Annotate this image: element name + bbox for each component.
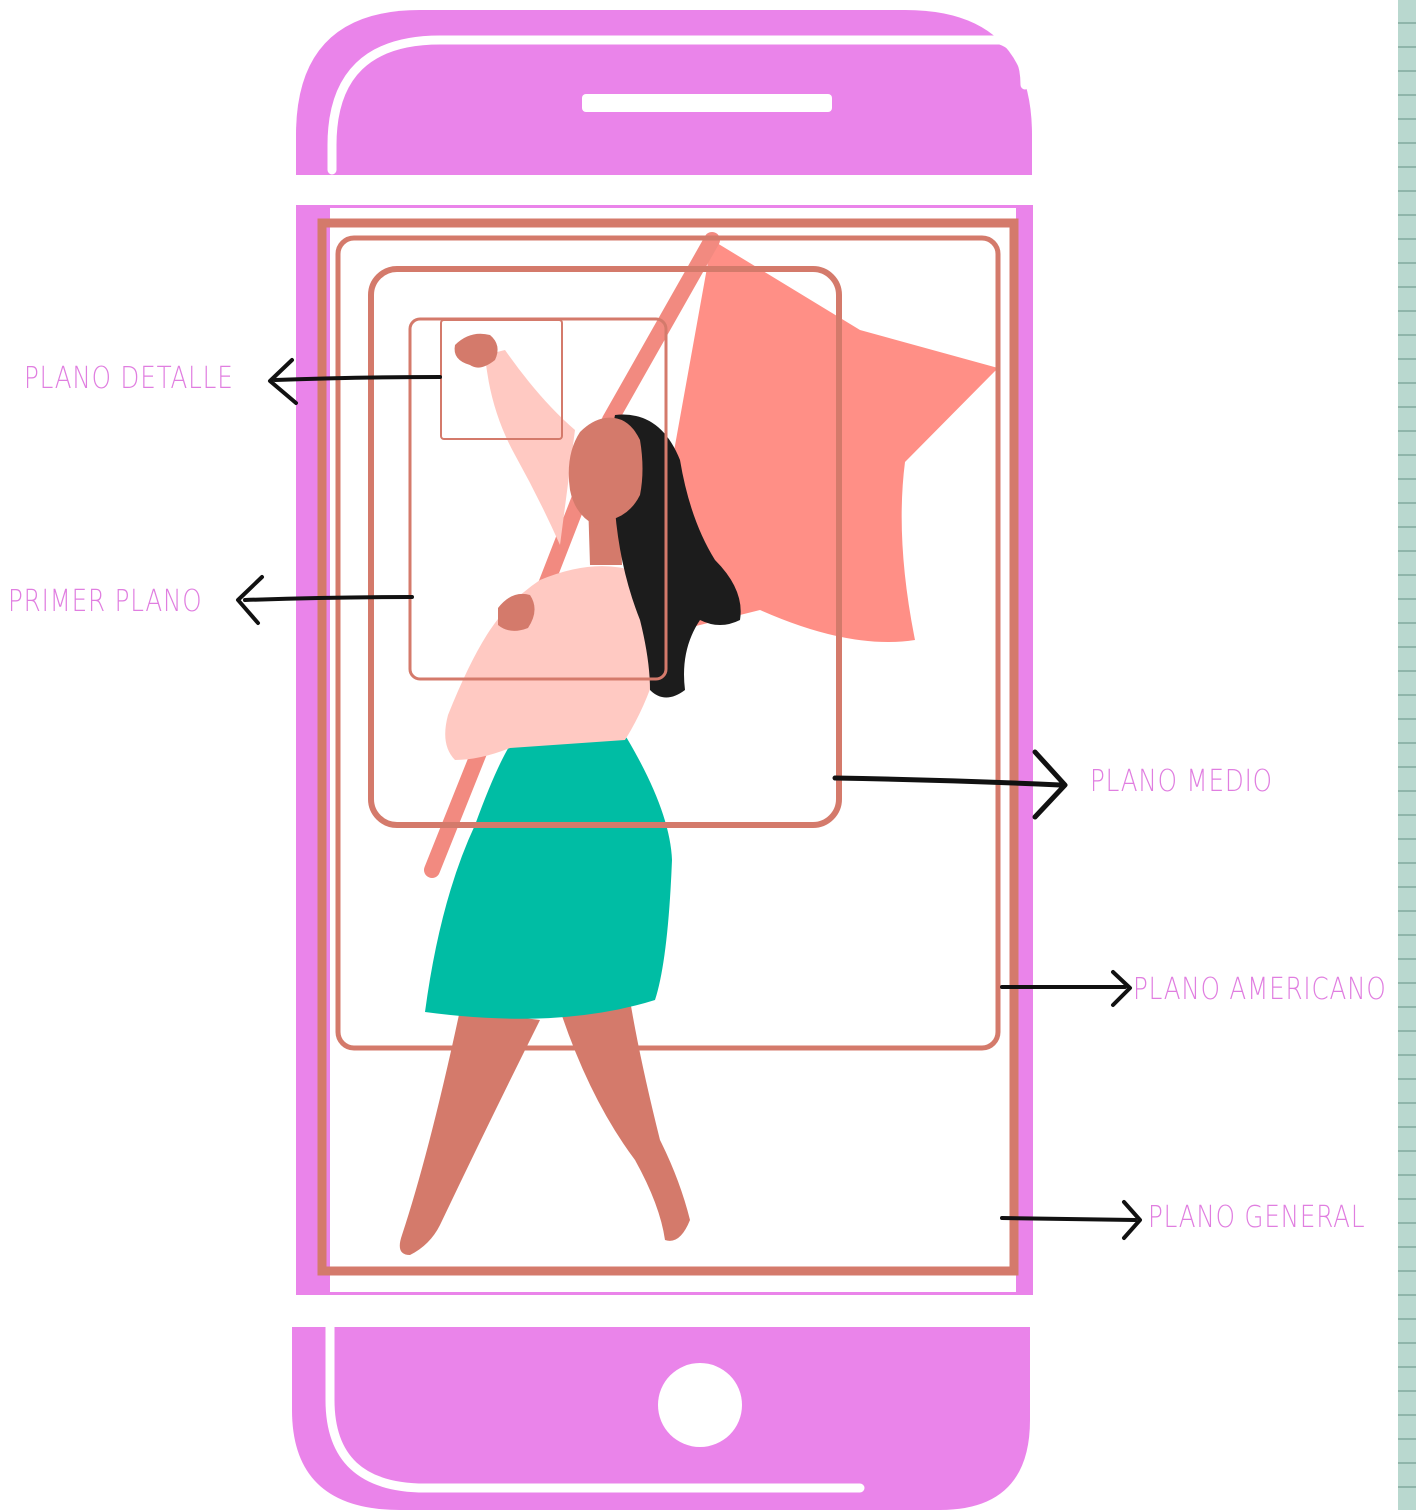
label-plano-detalle: PLANO DETALLE — [24, 361, 234, 396]
phone-illustration — [292, 10, 1033, 1510]
label-plano-general: PLANO GENERAL — [1148, 1200, 1365, 1235]
label-primer-plano: PRIMER PLANO — [8, 584, 202, 619]
home-button-icon — [658, 1363, 742, 1447]
notebook-strip — [1398, 0, 1416, 1510]
phone-top-bezel — [296, 10, 1032, 175]
label-plano-americano: PLANO AMERICANO — [1133, 972, 1387, 1007]
speaker-slot-icon — [582, 94, 832, 112]
label-plano-medio: PLANO MEDIO — [1090, 764, 1273, 799]
